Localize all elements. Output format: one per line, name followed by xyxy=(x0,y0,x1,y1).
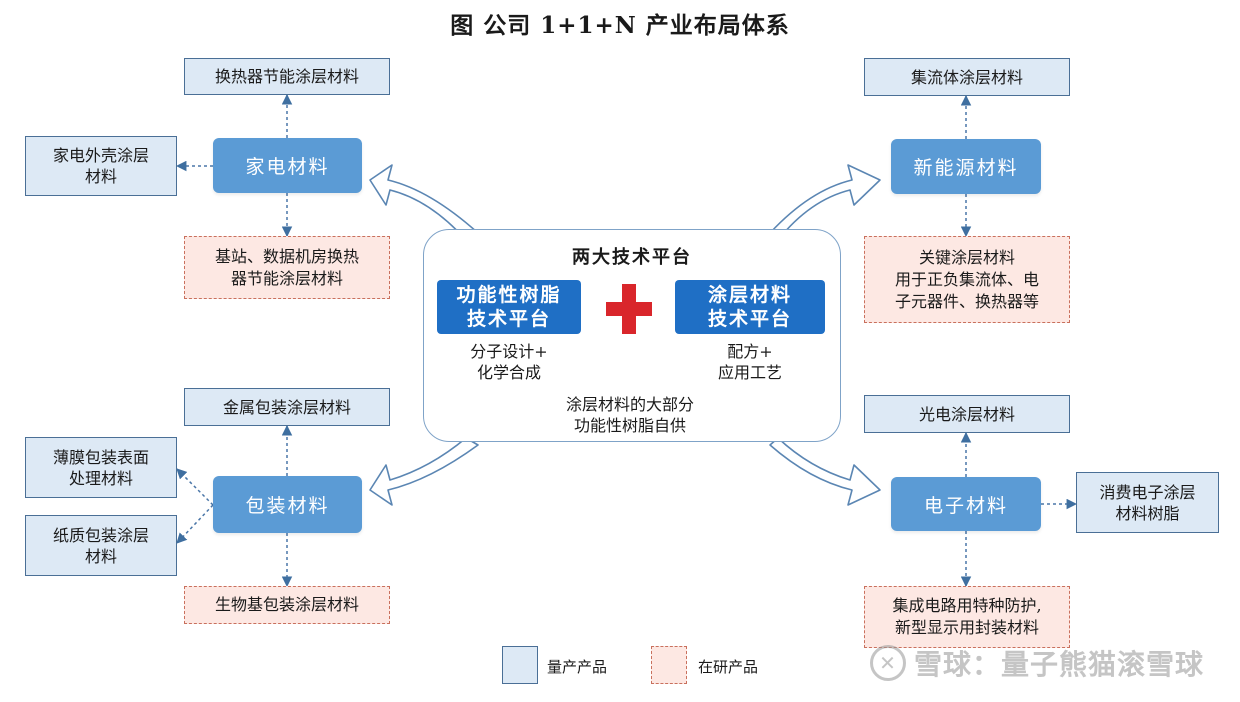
tech-platform-title: 两大技术平台 xyxy=(572,247,692,268)
appliance-shell-line1: 家电外壳涂层 xyxy=(52,146,149,165)
current-collector-coating: 集流体涂层材料 xyxy=(864,58,1070,96)
key-coating-materials: 关键涂层材料 用于正负集流体、电 子元器件、换热器等 xyxy=(864,236,1070,323)
film-packaging-line1: 薄膜包装表面 xyxy=(52,447,149,467)
watermark: ✕ 雪球：量子熊猫滚雪球 xyxy=(869,643,1204,683)
coating-platform-line2: 技术平台 xyxy=(707,308,792,330)
hub-electronic: 电子材料 xyxy=(891,477,1041,531)
resin-platform-note: 分子设计+ 化学合成 xyxy=(437,341,581,383)
paper-packaging-line1: 纸质包装涂层 xyxy=(52,525,149,545)
coating-platform-box: 涂层材料 技术平台 xyxy=(675,280,825,334)
consumer-electronics-line1: 消费电子涂层 xyxy=(1099,482,1196,502)
coating-platform-note: 配方+ 应用工艺 xyxy=(675,341,825,383)
link-packaging-left1 xyxy=(176,468,214,506)
hub-packaging: 包装材料 xyxy=(213,476,362,533)
resin-platform-line2: 技术平台 xyxy=(466,308,551,330)
hub-appliance: 家电材料 xyxy=(213,138,362,193)
film-packaging-treatment: 薄膜包装表面 处理材料 xyxy=(25,437,177,498)
ic-protection-display-encapsulation: 集成电路用特种防护, 新型显示用封装材料 xyxy=(864,586,1070,648)
key-coating-line1: 关键涂层材料 xyxy=(918,247,1015,267)
bio-based-packaging-coating: 生物基包装涂层材料 xyxy=(184,586,390,624)
hub-new-energy: 新能源材料 xyxy=(891,139,1041,194)
coating-note-line1: 配方+ xyxy=(727,342,773,361)
appliance-datacenter-line1: 基站、数据机房换热 xyxy=(214,246,359,266)
self-supply-line1: 涂层材料的大部分 xyxy=(565,395,694,414)
optoelectronic-coating: 光电涂层材料 xyxy=(864,395,1070,433)
legend-research-label: 在研产品 xyxy=(698,658,759,676)
key-coating-line3: 子元器件、换热器等 xyxy=(894,291,1039,311)
appliance-datacenter-line2: 器节能涂层材料 xyxy=(230,268,343,288)
appliance-shell-line2: 材料 xyxy=(84,167,117,186)
big-arrow-packaging xyxy=(369,437,479,506)
big-arrow-electronic xyxy=(769,437,881,506)
link-packaging-left2 xyxy=(176,504,214,544)
resin-platform-box: 功能性树脂 技术平台 xyxy=(437,280,581,334)
resin-note-line1: 分子设计+ xyxy=(470,342,548,361)
self-supply-note: 涂层材料的大部分 功能性树脂自供 xyxy=(523,394,737,436)
ic-protection-line2: 新型显示用封装材料 xyxy=(894,618,1039,637)
appliance-heat-exchanger-coating: 换热器节能涂层材料 xyxy=(184,58,390,95)
consumer-electronics-coating-resin: 消费电子涂层 材料树脂 xyxy=(1076,472,1219,533)
key-coating-line2: 用于正负集流体、电 xyxy=(894,269,1039,289)
appliance-shell-coating: 家电外壳涂层 材料 xyxy=(25,136,177,196)
appliance-datacenter-coating: 基站、数据机房换热 器节能涂层材料 xyxy=(184,236,390,299)
legend-mass-label: 量产产品 xyxy=(547,658,608,676)
resin-note-line2: 化学合成 xyxy=(476,363,541,382)
figure-title: 图 公司 1+1+N 产业布局体系 xyxy=(450,12,790,39)
coating-platform-line1: 涂层材料 xyxy=(707,284,792,306)
legend-research-swatch xyxy=(651,646,687,684)
watermark-text: 雪球：量子熊猫滚雪球 xyxy=(913,648,1204,681)
tech-platform-frame xyxy=(423,229,841,442)
self-supply-line2: 功能性树脂自供 xyxy=(573,416,686,435)
coating-note-line2: 应用工艺 xyxy=(717,363,782,382)
resin-platform-line1: 功能性树脂 xyxy=(456,284,562,306)
ic-protection-line1: 集成电路用特种防护, xyxy=(892,596,1042,615)
film-packaging-line2: 处理材料 xyxy=(68,468,133,488)
metal-packaging-coating: 金属包装涂层材料 xyxy=(184,388,390,426)
plus-icon xyxy=(606,302,652,316)
snowball-logo-icon: ✕ xyxy=(869,645,906,681)
consumer-electronics-line2: 材料树脂 xyxy=(1115,503,1180,523)
paper-packaging-coating: 纸质包装涂层 材料 xyxy=(25,515,177,576)
legend-mass-swatch xyxy=(502,646,538,684)
paper-packaging-line2: 材料 xyxy=(84,546,117,566)
